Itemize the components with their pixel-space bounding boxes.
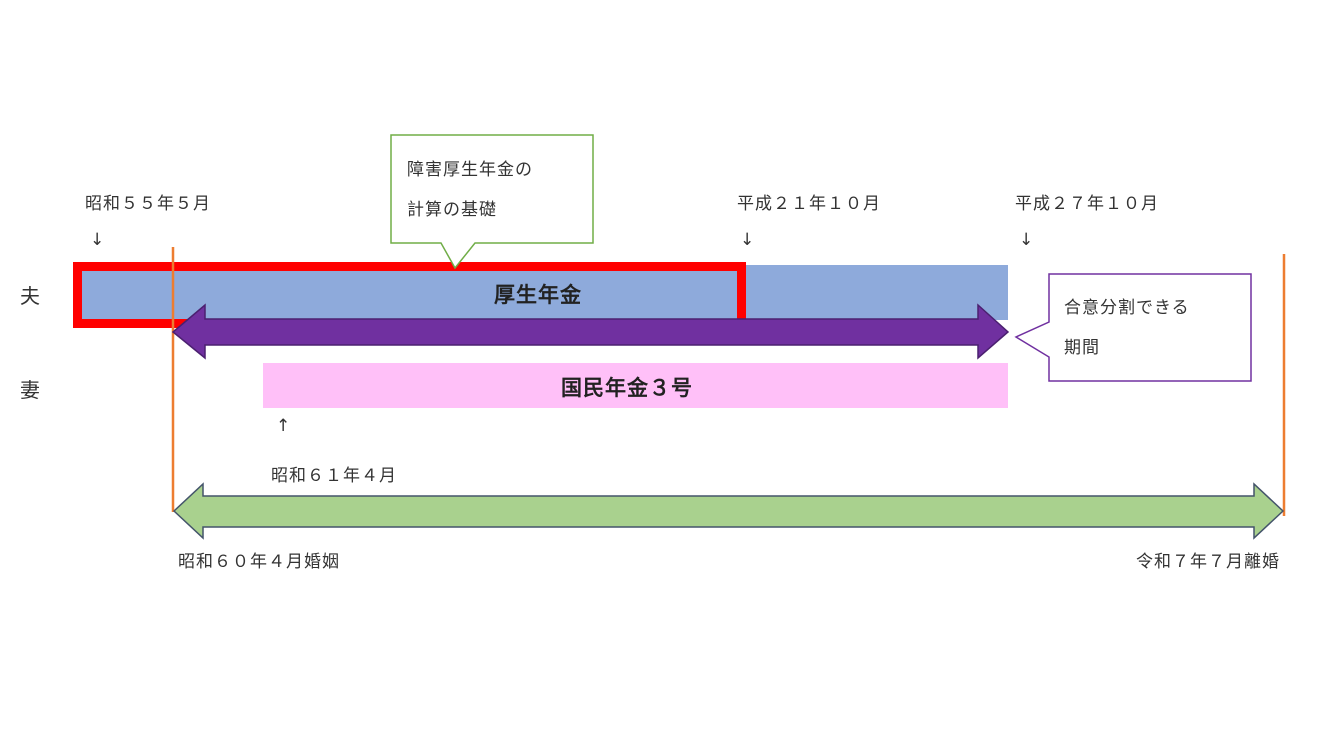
kokumin-nenkin-3-bar xyxy=(263,363,1008,408)
down-arrow-icon: ↓ xyxy=(1019,230,1035,250)
agreement-period-arrow xyxy=(171,303,1010,360)
marriage-date-label: 昭和６０年４月婚姻 xyxy=(178,552,340,572)
down-arrow-icon: ↓ xyxy=(90,230,106,250)
agreement-callout-line1: 合意分割できる xyxy=(1064,298,1190,318)
disability-callout-box xyxy=(390,134,594,270)
husband-label: 夫 xyxy=(20,284,40,308)
kosei-nenkin-label: 厚生年金 xyxy=(494,283,582,307)
date-h21: 平成２１年１０月 xyxy=(737,194,881,214)
date-s61: 昭和６１年４月 xyxy=(271,466,397,486)
up-arrow-icon: ↑ xyxy=(276,416,292,436)
agreement-callout-box xyxy=(1014,273,1252,382)
date-h27: 平成２７年１０月 xyxy=(1015,194,1159,214)
kosei-nenkin-bar xyxy=(80,265,1008,320)
disability-callout-line2: 計算の基礎 xyxy=(407,200,497,220)
marriage-period-arrow xyxy=(172,482,1285,540)
down-arrow-icon: ↓ xyxy=(740,230,756,250)
date-s55: 昭和５５年５月 xyxy=(85,194,211,214)
agreement-callout-line2: 期間 xyxy=(1064,338,1100,358)
divorce-date-label: 令和７年７月離婚 xyxy=(1136,552,1280,572)
disability-callout-line1: 障害厚生年金の xyxy=(407,160,533,180)
kokumin-nenkin-3-label: 国民年金３号 xyxy=(561,376,693,400)
wife-label: 妻 xyxy=(20,378,40,402)
